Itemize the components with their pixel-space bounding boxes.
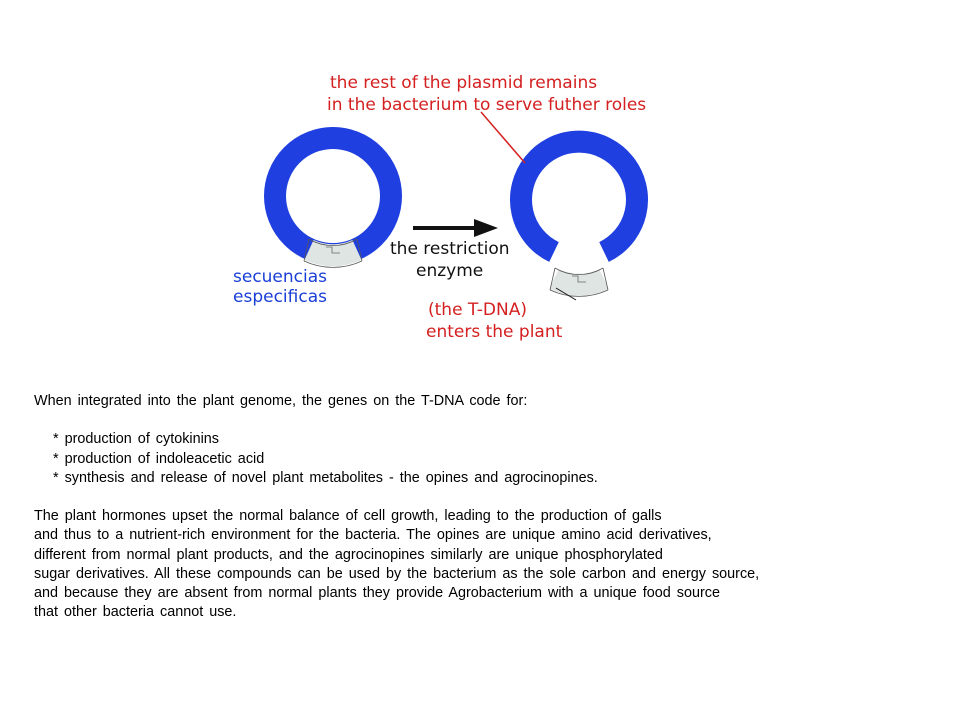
label-bottom-line2: enters the plant [426, 322, 563, 342]
right-plasmid [510, 130, 648, 297]
list-item: production of indoleacetic acid [53, 450, 934, 469]
paragraph-line: that other bacteria cannot use. [34, 604, 237, 621]
label-top-line1: the rest of the plasmid remains [330, 73, 597, 93]
top-pointer-line [480, 111, 526, 164]
paragraph-line: different from normal plant products, an… [34, 546, 663, 563]
plasmid-diagram: the rest of the plasmid remains in the b… [233, 73, 648, 342]
intro-text: When integrated into the plant genome, t… [34, 393, 528, 409]
label-left-line2: especificas [233, 287, 327, 307]
left-tdna-segment [304, 239, 362, 267]
paragraph-line: sugar derivatives. All these compounds c… [34, 565, 760, 582]
paragraph-line: and because they are absent from normal … [34, 585, 720, 601]
body-text: When integrated into the plant genome, t… [34, 392, 934, 622]
left-plasmid [264, 127, 402, 268]
main-paragraph: The plant hormones upset the normal bala… [34, 507, 934, 622]
label-arrow-line2: enzyme [416, 261, 483, 281]
list-item: production of cytokinins [53, 430, 934, 449]
paragraph-line: and thus to a nutrient-rich environment … [34, 527, 712, 544]
right-tdna-segment [549, 268, 609, 296]
label-top-line2: in the bacterium to serve futher roles [327, 95, 646, 115]
feature-list: production of cytokinins production of i… [34, 430, 934, 488]
label-bottom-line1: (the T-DNA) [428, 300, 527, 320]
restriction-arrow [413, 219, 498, 237]
list-item: synthesis and release of novel plant met… [53, 469, 934, 488]
paragraph-line: The plant hormones upset the normal bala… [34, 508, 662, 525]
label-left-line1: secuencias [233, 267, 327, 287]
bottom-pointer-line [555, 287, 577, 301]
label-arrow-line1: the restriction [390, 239, 510, 259]
